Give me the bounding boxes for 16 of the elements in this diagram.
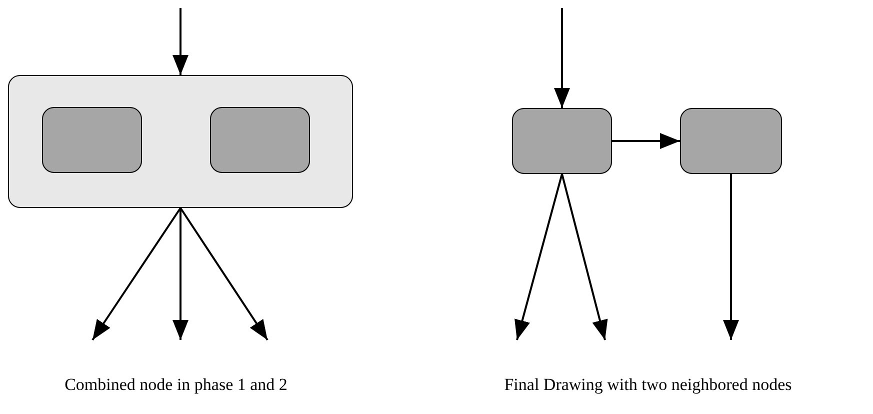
inner-node-box [42,107,142,173]
arrow [554,8,570,108]
arrow [612,133,680,149]
arrow [561,174,608,340]
caption: Final Drawing with two neighbored nodes [504,375,792,395]
node-box [512,108,612,174]
arrow [180,207,268,341]
arrow [172,208,188,340]
caption: Combined node in phase 1 and 2 [64,375,288,395]
inner-node-box [210,107,310,173]
arrow [723,174,739,340]
arrow [514,174,563,340]
node-box [680,108,782,174]
combined-node-box [8,75,353,208]
arrow [172,8,188,75]
arrow [92,207,182,341]
